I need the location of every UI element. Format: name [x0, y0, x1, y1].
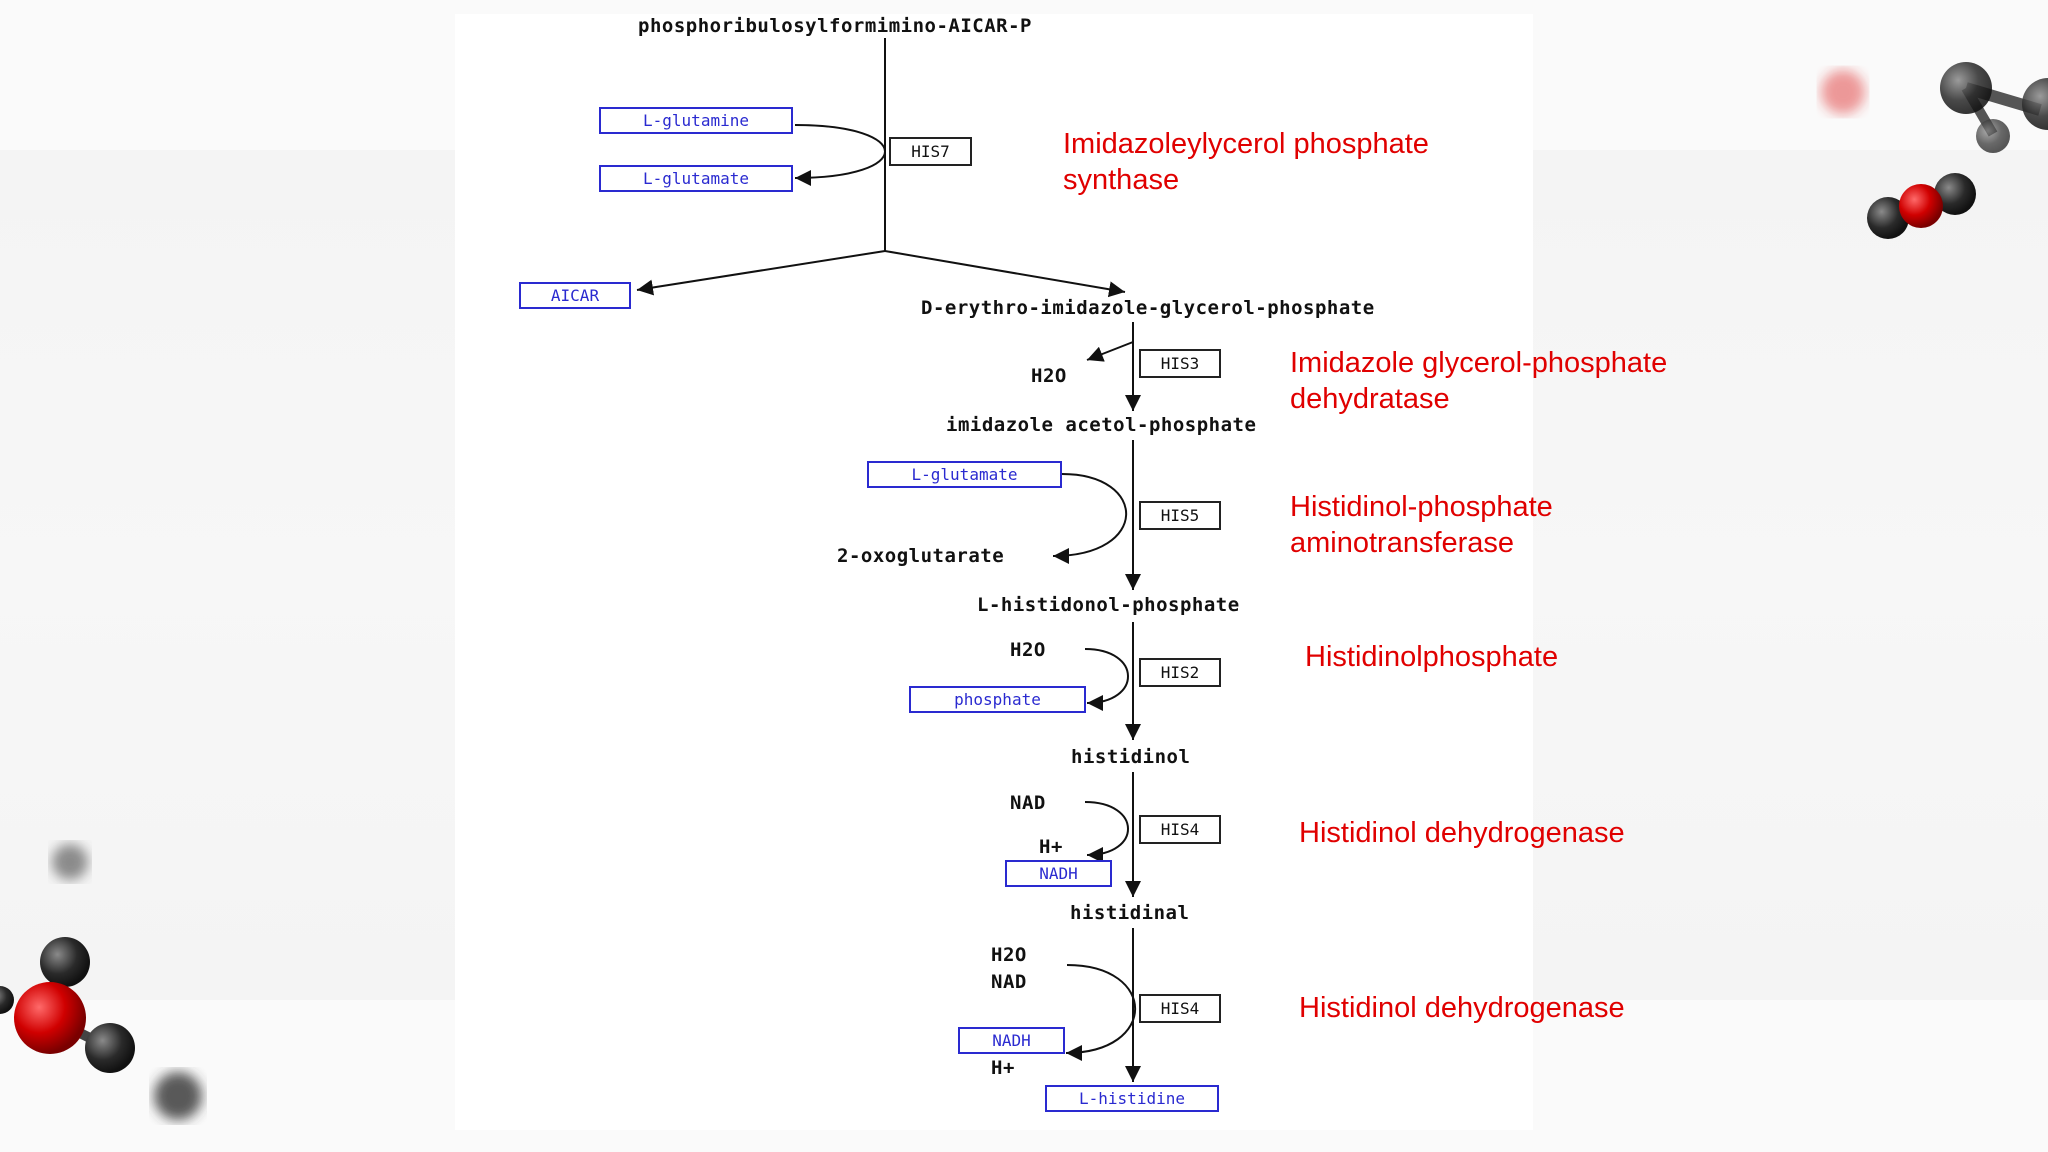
label-his3-line1: Imidazole glycerol-phosphate [1290, 347, 1668, 379]
label-his4-second: Histidinol dehydrogenase [1299, 992, 1625, 1024]
compound-phosphate: phosphate [909, 686, 1086, 713]
side-2-oxoglutarate: 2-oxoglutarate [837, 545, 1005, 567]
enzyme-his2: HIS2 [1139, 658, 1221, 687]
label-his7-line2: synthase [1063, 164, 1180, 196]
label-his5: Histidinol-phosphate aminotransferase [1290, 489, 1553, 561]
metabolite-histidinol-phosphate: L-histidonol-phosphate [977, 594, 1240, 616]
metabolite-histidinal: histidinal [1070, 902, 1190, 924]
metabolite-iap: imidazole acetol-phosphate [946, 414, 1257, 436]
side-hplus-his4a: H+ [1039, 836, 1063, 858]
side-hplus-his4b: H+ [991, 1057, 1015, 1079]
compound-l-histidine: L-histidine [1045, 1085, 1219, 1112]
compound-nadh-his4a: NADH [1005, 860, 1112, 887]
metabolite-prfar: phosphoribulosylformimino-AICAR-P [638, 15, 1032, 37]
metabolite-igp: D-erythro-imidazole-glycerol-phosphate [921, 297, 1375, 319]
label-his7-line1: Imidazoleylycerol phosphate [1063, 128, 1429, 160]
side-h2o-his3: H2O [1031, 365, 1067, 387]
pathway-panel [455, 14, 1533, 1130]
label-his4-first: Histidinol dehydrogenase [1299, 817, 1625, 849]
enzyme-his7: HIS7 [889, 137, 972, 166]
label-his2: Histidinolphosphate [1305, 641, 1559, 673]
enzyme-his4-second: HIS4 [1139, 994, 1221, 1023]
label-his5-line1: Histidinol-phosphate [1290, 491, 1553, 523]
molecule-top-right [1821, 62, 2048, 239]
compound-nadh-his4b: NADH [958, 1027, 1065, 1054]
label-his7: Imidazoleylycerol phosphate synthase [1063, 126, 1429, 198]
enzyme-his5: HIS5 [1139, 501, 1221, 530]
side-h2o-his4b: H2O [991, 944, 1027, 966]
label-his3: Imidazole glycerol-phosphate dehydratase [1290, 345, 1667, 417]
side-nad-his4b: NAD [991, 971, 1027, 993]
molecule-bottom-left [0, 844, 202, 1120]
compound-aicar: AICAR [519, 282, 631, 309]
side-h2o-his2: H2O [1010, 639, 1046, 661]
compound-l-glutamate-his5: L-glutamate [867, 461, 1062, 488]
enzyme-his3: HIS3 [1139, 349, 1221, 378]
enzyme-his4-first: HIS4 [1139, 815, 1221, 844]
label-his5-line2: aminotransferase [1290, 527, 1515, 559]
side-nad-his4a: NAD [1010, 792, 1046, 814]
compound-l-glutamine: L-glutamine [599, 107, 793, 134]
metabolite-histidinol: histidinol [1071, 746, 1191, 768]
label-his3-line2: dehydratase [1290, 383, 1450, 415]
compound-l-glutamate-his7: L-glutamate [599, 165, 793, 192]
